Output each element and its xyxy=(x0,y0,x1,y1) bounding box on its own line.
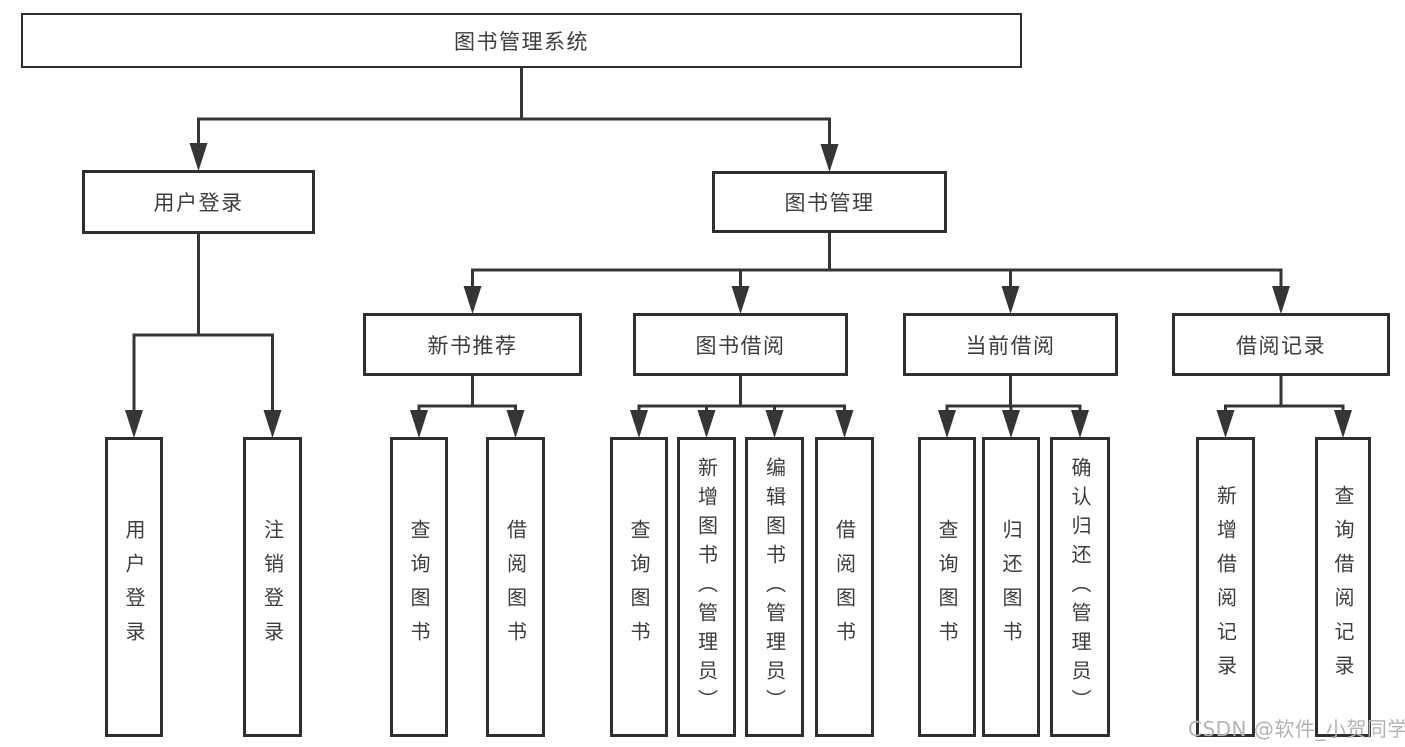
node-label: 注销登录 xyxy=(260,519,285,655)
node-br-query: 查询借阅记录 xyxy=(1315,437,1371,737)
node-borrow-records: 借阅记录 xyxy=(1172,313,1390,376)
node-label: 借阅图书 xyxy=(503,519,528,655)
node-current-borrow: 当前借阅 xyxy=(903,313,1118,376)
node-label: 图书借阅 xyxy=(695,333,786,358)
node-label: 新书推荐 xyxy=(427,333,518,358)
node-book-mgmt: 图书管理 xyxy=(712,171,947,233)
node-bb-query: 查询图书 xyxy=(610,437,668,737)
node-label: 用户登录 xyxy=(122,519,146,655)
node-label: 查询图书 xyxy=(627,519,651,655)
node-bb-edit: 编辑图书（管理员） xyxy=(745,437,804,737)
node-label: 当前借阅 xyxy=(965,333,1056,358)
node-label: 查询借阅记录 xyxy=(1331,485,1355,689)
node-nbr-query: 查询图书 xyxy=(390,437,448,737)
node-label: 图书管理 xyxy=(784,191,875,215)
node-cb-return: 归还图书 xyxy=(982,437,1040,737)
node-new-book-rec: 新书推荐 xyxy=(363,313,582,376)
node-nbr-borrow: 借阅图书 xyxy=(486,437,545,737)
node-label: 借阅图书 xyxy=(832,519,857,655)
node-label: 查询图书 xyxy=(935,519,959,655)
node-user-login-group: 用户登录 xyxy=(82,170,315,234)
node-cb-query: 查询图书 xyxy=(918,437,976,737)
node-user-login: 用户登录 xyxy=(105,437,163,737)
node-label: 确认归还（管理员） xyxy=(1068,456,1092,718)
node-label: 新增图书（管理员） xyxy=(694,456,719,718)
node-label: 归还图书 xyxy=(999,519,1023,655)
node-label: 新增借阅记录 xyxy=(1213,485,1238,689)
node-bb-add: 新增图书（管理员） xyxy=(677,437,736,737)
node-cb-confirm: 确认归还（管理员） xyxy=(1050,437,1110,737)
node-system: 图书管理系统 xyxy=(21,13,1022,68)
node-label: 查询图书 xyxy=(407,519,431,655)
node-logout: 注销登录 xyxy=(243,437,302,737)
watermark: CSDN @软件_小贺同学 xyxy=(1188,717,1405,741)
node-label: 图书管理系统 xyxy=(454,29,589,54)
node-book-borrow: 图书借阅 xyxy=(633,313,848,376)
node-label: 借阅记录 xyxy=(1236,333,1326,358)
node-label: 用户登录 xyxy=(153,191,244,215)
node-label: 编辑图书（管理员） xyxy=(762,456,787,718)
node-bb-borrow: 借阅图书 xyxy=(815,437,874,737)
node-br-add: 新增借阅记录 xyxy=(1196,437,1255,737)
